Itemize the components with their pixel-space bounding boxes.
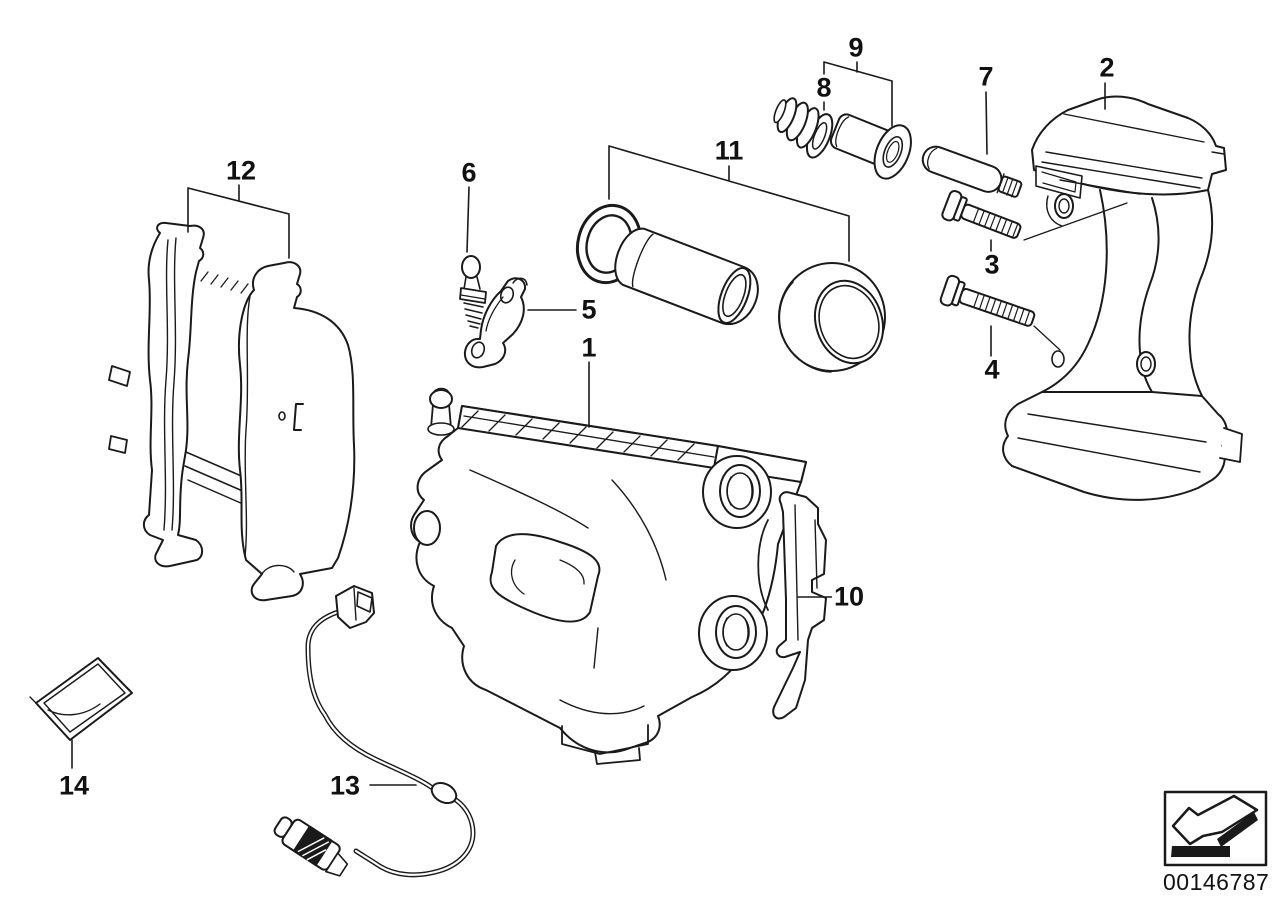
carrier-bolt-lower-drawing — [939, 274, 1061, 351]
callout-11[interactable]: 11 — [712, 135, 746, 166]
callout-5[interactable]: 5 — [579, 294, 599, 325]
grease-packet-drawing — [29, 657, 133, 741]
corner-arrow-icon — [1163, 790, 1268, 867]
drawing-number: 00146787 — [1163, 869, 1270, 895]
callout-3[interactable]: 3 — [982, 249, 1002, 280]
wear-sensor-drawing — [273, 585, 476, 878]
caliper-carrier-drawing — [1002, 95, 1243, 501]
callout-9[interactable]: 9 — [846, 32, 866, 63]
brake-caliper-drawing — [410, 387, 807, 765]
callout-13[interactable]: 13 — [327, 770, 363, 801]
bleeder-valve-drawing — [459, 255, 487, 329]
guide-bellows-drawing — [773, 97, 834, 159]
carrier-bolt-upper-drawing — [941, 190, 1128, 241]
callout-14[interactable]: 14 — [56, 770, 92, 801]
guide-pin-drawing — [921, 145, 1023, 198]
guide-sleeve-drawing — [829, 113, 912, 180]
callout-10[interactable]: 10 — [831, 581, 867, 612]
callout-12[interactable]: 12 — [223, 155, 259, 186]
retaining-clip-drawing — [463, 277, 528, 369]
brake-pad-set-drawing — [108, 221, 356, 602]
callout-1[interactable]: 1 — [579, 332, 599, 363]
callout-4[interactable]: 4 — [982, 354, 1002, 385]
callout-6[interactable]: 6 — [459, 157, 479, 188]
anti-rattle-spring-drawing — [772, 491, 827, 720]
callout-8[interactable]: 8 — [814, 72, 834, 103]
callout-2[interactable]: 2 — [1097, 52, 1117, 83]
callout-7[interactable]: 7 — [976, 61, 996, 92]
piston-repair-kit-drawing — [575, 203, 886, 373]
